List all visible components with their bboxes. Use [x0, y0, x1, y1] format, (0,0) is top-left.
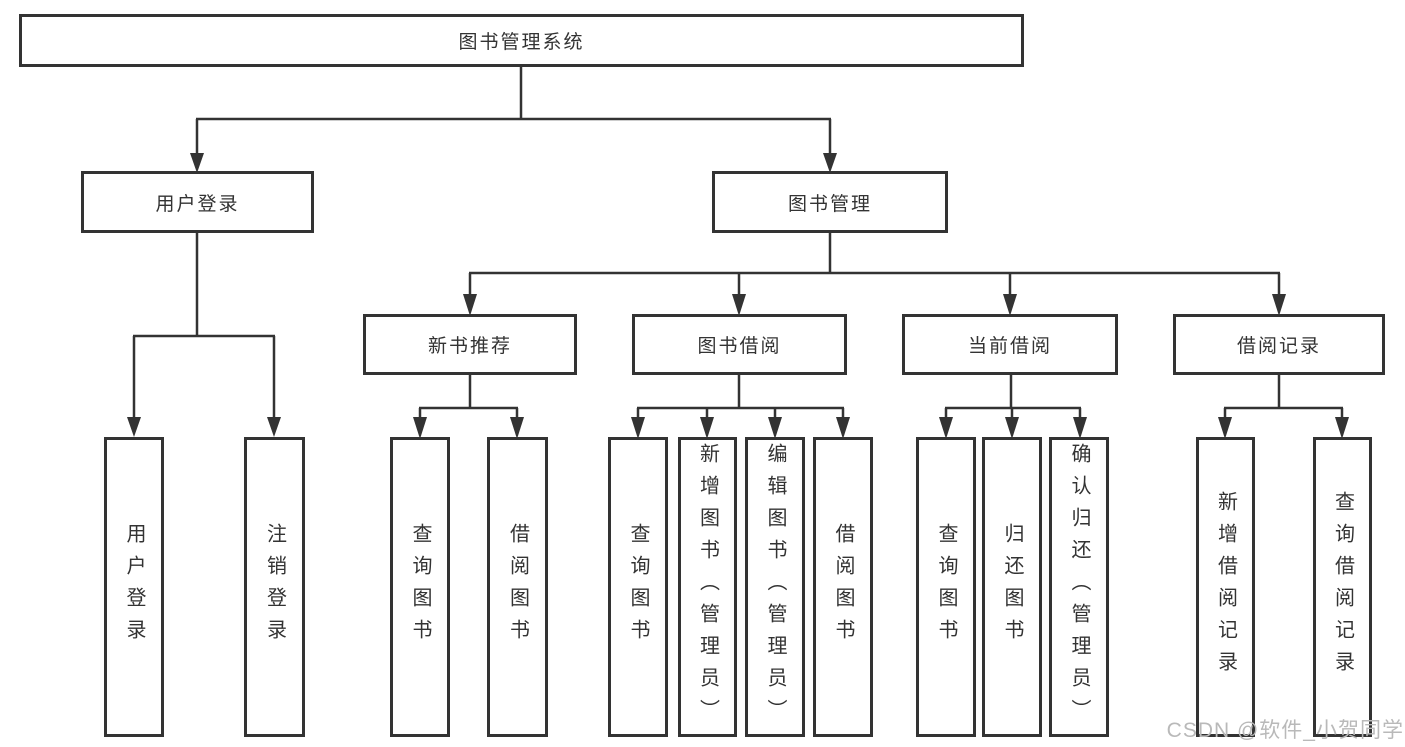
- leaf-query-borrow-record-label: 查询借阅记录: [1331, 491, 1354, 683]
- node-user-login-label: 用户登录: [155, 193, 240, 215]
- watermark: CSDN @软件_小贺同学: [1166, 719, 1404, 742]
- node-book-management: 图书管理: [712, 171, 948, 233]
- leaf-borrow-query-books-label: 查询图书: [627, 523, 649, 651]
- connector-book-borrow-children: [631, 375, 850, 439]
- leaf-borrow-add-books-admin-label: 新增图书（管理员）: [696, 443, 719, 731]
- node-borrow-records-label: 借阅记录: [1236, 336, 1321, 357]
- leaf-borrow-borrow-books-label: 借阅图书: [832, 523, 854, 651]
- leaf-borrow-query-books: 查询图书: [608, 437, 668, 737]
- connector-book-management-children: [463, 233, 1286, 316]
- connector-user-login-children: [127, 233, 281, 437]
- leaf-current-query-books: 查询图书: [916, 437, 976, 737]
- leaf-borrow-add-books-admin: 新增图书（管理员）: [678, 437, 737, 737]
- node-new-book-recommend: 新书推荐: [363, 314, 577, 375]
- leaf-current-query-books-label: 查询图书: [935, 523, 957, 651]
- leaf-borrow-borrow-books: 借阅图书: [813, 437, 873, 737]
- node-book-management-label: 图书管理: [787, 193, 872, 215]
- leaf-borrow-edit-books-admin-label: 编辑图书（管理员）: [764, 443, 786, 731]
- connector-root-to-level2: [190, 67, 837, 173]
- node-new-book-recommend-label: 新书推荐: [427, 336, 512, 357]
- connector-new-book-recommend-children: [413, 375, 524, 439]
- leaf-user-login-label: 用户登录: [123, 523, 145, 651]
- node-root: 图书管理系统: [19, 14, 1024, 67]
- node-root-label: 图书管理系统: [458, 32, 585, 53]
- node-book-borrow: 图书借阅: [632, 314, 847, 375]
- leaf-add-borrow-record-label: 新增借阅记录: [1214, 491, 1237, 683]
- leaf-current-confirm-return-admin: 确认归还（管理员）: [1049, 437, 1109, 737]
- leaf-recommend-borrow-books-label: 借阅图书: [506, 523, 529, 651]
- leaf-recommend-query-books-label: 查询图书: [409, 523, 431, 651]
- leaf-query-borrow-record: 查询借阅记录: [1313, 437, 1372, 737]
- leaf-current-return-books: 归还图书: [982, 437, 1042, 737]
- leaf-borrow-edit-books-admin: 编辑图书（管理员）: [745, 437, 805, 737]
- connector-current-borrow-children: [939, 375, 1087, 439]
- leaf-user-login: 用户登录: [104, 437, 164, 737]
- leaf-recommend-borrow-books: 借阅图书: [487, 437, 548, 737]
- node-current-borrow-label: 当前借阅: [967, 336, 1052, 357]
- node-current-borrow: 当前借阅: [902, 314, 1118, 375]
- node-book-borrow-label: 图书借阅: [697, 336, 782, 357]
- leaf-logout: 注销登录: [244, 437, 305, 737]
- leaf-current-return-books-label: 归还图书: [1001, 523, 1023, 651]
- node-borrow-records: 借阅记录: [1173, 314, 1385, 375]
- leaf-recommend-query-books: 查询图书: [390, 437, 450, 737]
- node-user-login: 用户登录: [81, 171, 314, 233]
- leaf-current-confirm-return-admin-label: 确认归还（管理员）: [1068, 443, 1090, 731]
- leaf-add-borrow-record: 新增借阅记录: [1196, 437, 1255, 737]
- connector-borrow-records-children: [1218, 375, 1349, 439]
- leaf-logout-label: 注销登录: [263, 523, 286, 651]
